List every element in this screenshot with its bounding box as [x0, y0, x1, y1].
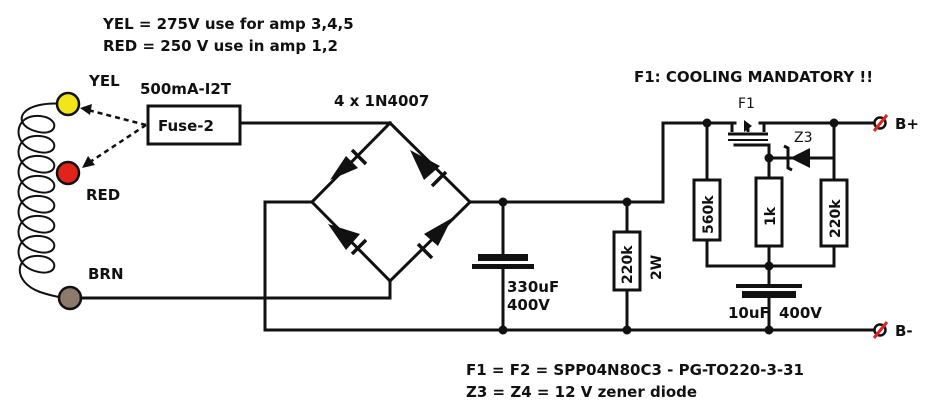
reg-cap-voltage: 400V: [779, 304, 822, 322]
parts-line-2: Z3 = Z4 = 12 V zener diode: [466, 383, 697, 401]
resistor-1k-label: 1k: [763, 206, 779, 226]
mosfet-label: F1: [738, 96, 755, 112]
filter-capacitor: [472, 254, 534, 269]
tap-yel-connector: [55, 91, 81, 117]
note-red: RED = 250 V use in amp 1,2: [103, 37, 338, 55]
resistor-220k-reg-label: 220k: [828, 199, 844, 238]
tap-red-connector: [55, 160, 81, 186]
regulator-capacitor: [736, 284, 802, 298]
bleeder-resistor: [612, 230, 642, 292]
tap-red-label: RED: [86, 186, 120, 204]
terminal-minus-label: B-: [895, 322, 913, 340]
tap-brn-connector: [57, 285, 83, 311]
resistor-1k: [754, 176, 784, 248]
filter-cap-value: 330uF: [507, 278, 559, 296]
bridge-diodes: [328, 148, 452, 260]
bleeder-value: 220k: [620, 245, 636, 284]
tap-yel-label: YEL: [88, 72, 120, 90]
terminal-minus: [872, 321, 889, 339]
zener-label: Z3: [794, 130, 813, 146]
transformer-coil: [17, 102, 71, 299]
tap-brn-label: BRN: [88, 265, 124, 283]
zener-diode: [783, 144, 810, 172]
junction-dots: [498, 118, 839, 335]
terminal-plus-label: B+: [895, 115, 919, 133]
resistor-560k-label: 560k: [701, 195, 717, 234]
fuse-label: Fuse-2: [158, 117, 214, 135]
note-yel: YEL = 275V use for amp 3,4,5: [102, 15, 354, 33]
parts-line-1: F1 = F2 = SPP04N80C3 - PG-TO220-3-31: [466, 361, 804, 379]
resistor-560k: [692, 178, 722, 242]
bleeder-power: 2W: [649, 255, 665, 280]
fuse-rating: 500mA-I2T: [140, 80, 232, 98]
fuse-box: [146, 104, 242, 146]
terminal-plus: [872, 114, 889, 132]
cooling-warning: F1: COOLING MANDATORY !!: [634, 68, 873, 86]
bridge-label: 4 x 1N4007: [334, 92, 429, 110]
filter-cap-voltage: 400V: [507, 296, 550, 314]
resistor-220k-reg: [819, 178, 849, 248]
reg-cap-value: 10uF: [728, 304, 770, 322]
mosfet-symbol: [728, 120, 768, 141]
tap-select-arrows: [80, 104, 147, 168]
